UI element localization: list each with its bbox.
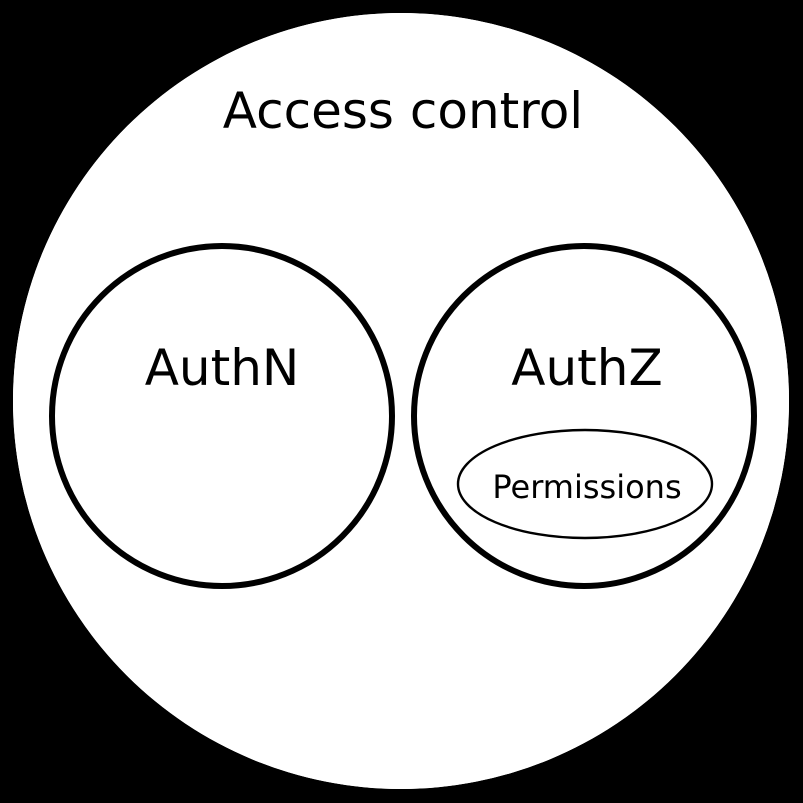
set-circle-authn[interactable] [49, 243, 395, 589]
set-ellipse-permissions[interactable] [456, 428, 714, 540]
set-label-authz: AuthZ [511, 339, 662, 397]
set-label-permissions: Permissions [492, 468, 681, 506]
set-label-access-control: Access control [223, 82, 583, 140]
set-label-authn: AuthN [145, 339, 300, 397]
set-circle-access-control-geom [13, 13, 789, 789]
